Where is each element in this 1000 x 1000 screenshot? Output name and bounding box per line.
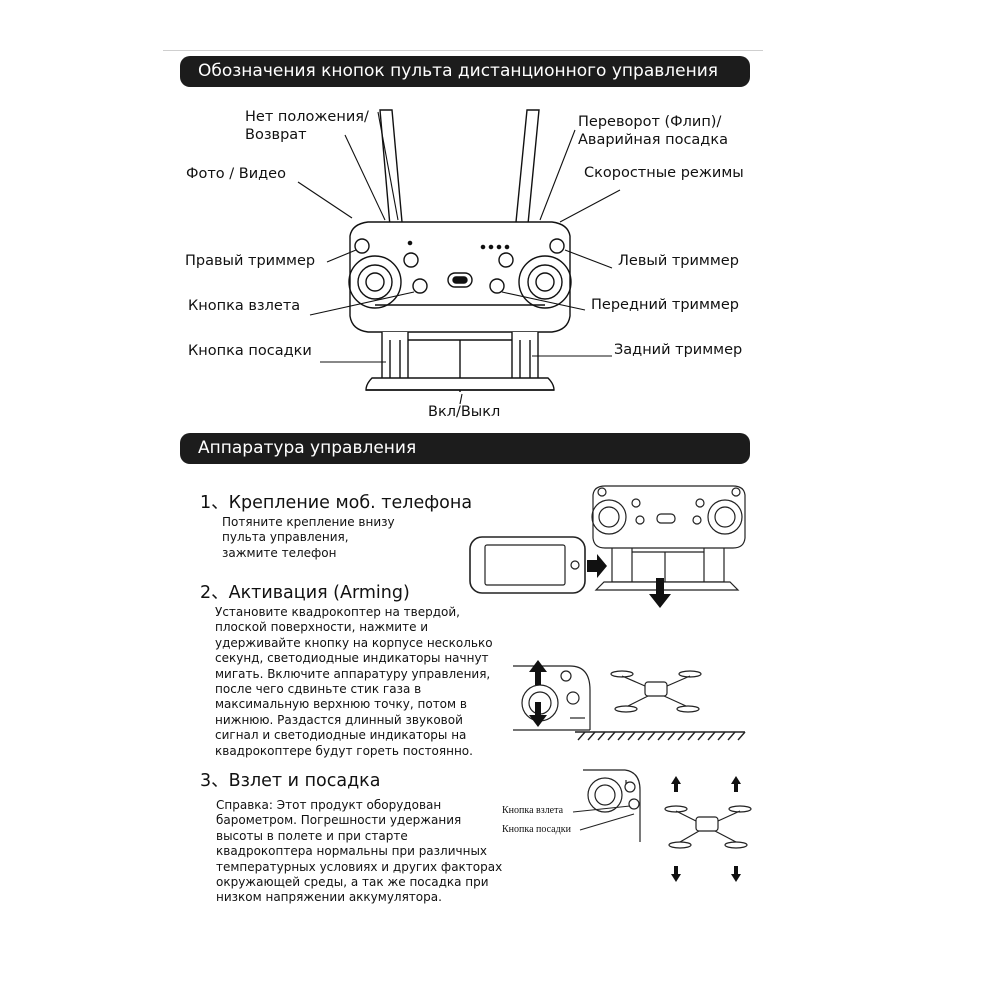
arrow-down-icon xyxy=(529,702,547,727)
ground-hatch xyxy=(575,731,746,741)
section-1-body: Потяните крепление внизу пульта управлен… xyxy=(222,515,395,560)
drone-flying-icon xyxy=(664,805,752,849)
label-photo-video: Фото / Видео xyxy=(186,166,286,182)
takeoff-landing-controller xyxy=(583,769,641,842)
vertical-arrows xyxy=(671,776,741,882)
diagram-label-takeoff: Кнопка взлета xyxy=(502,805,564,816)
throttle-stick-illustration xyxy=(513,665,591,731)
section-header-buttons: Обозначения кнопок пульта дистанционного… xyxy=(180,56,750,87)
label-power: Вкл/Выкл xyxy=(428,404,501,420)
label-flip-emergency: Переворот (Флип)/ Аварийная посадка xyxy=(578,114,728,148)
section-1-title: 1、Крепление моб. телефона xyxy=(200,493,473,513)
label-speed-modes: Скоростные режимы xyxy=(584,165,744,181)
label-right-trimmer: Правый триммер xyxy=(185,253,316,269)
label-left-trimmer: Левый триммер xyxy=(618,253,739,269)
diagram-label-landing: Кнопка посадки xyxy=(502,824,571,835)
arrow-right-icon xyxy=(587,554,607,578)
section-3-body: Справка: Этот продукт оборудован баромет… xyxy=(216,798,503,905)
section-2-body: Установите квадрокоптер на твердой, плос… xyxy=(215,605,493,758)
arrow-down-icon xyxy=(649,578,671,608)
arrow-up-icon xyxy=(529,660,547,685)
label-front-trimmer: Передний триммер xyxy=(591,297,739,313)
section-3-title: 3、Взлет и посадка xyxy=(200,771,381,791)
top-divider xyxy=(163,50,763,51)
label-landing-button: Кнопка посадки xyxy=(188,343,312,359)
drone-icon xyxy=(610,670,702,713)
label-rear-trimmer: Задний триммер xyxy=(614,342,743,358)
takeoff-landing-leaders xyxy=(572,805,635,831)
label-no-position-return: Нет положения/ Возврат xyxy=(245,109,369,143)
label-takeoff-button: Кнопка взлета xyxy=(188,298,301,314)
section-2-title: 2、Активация (Arming) xyxy=(200,583,410,603)
section-header-controls: Аппаратура управления xyxy=(180,433,750,464)
phone-icon xyxy=(469,536,586,594)
mini-controller-illustration xyxy=(591,485,746,591)
